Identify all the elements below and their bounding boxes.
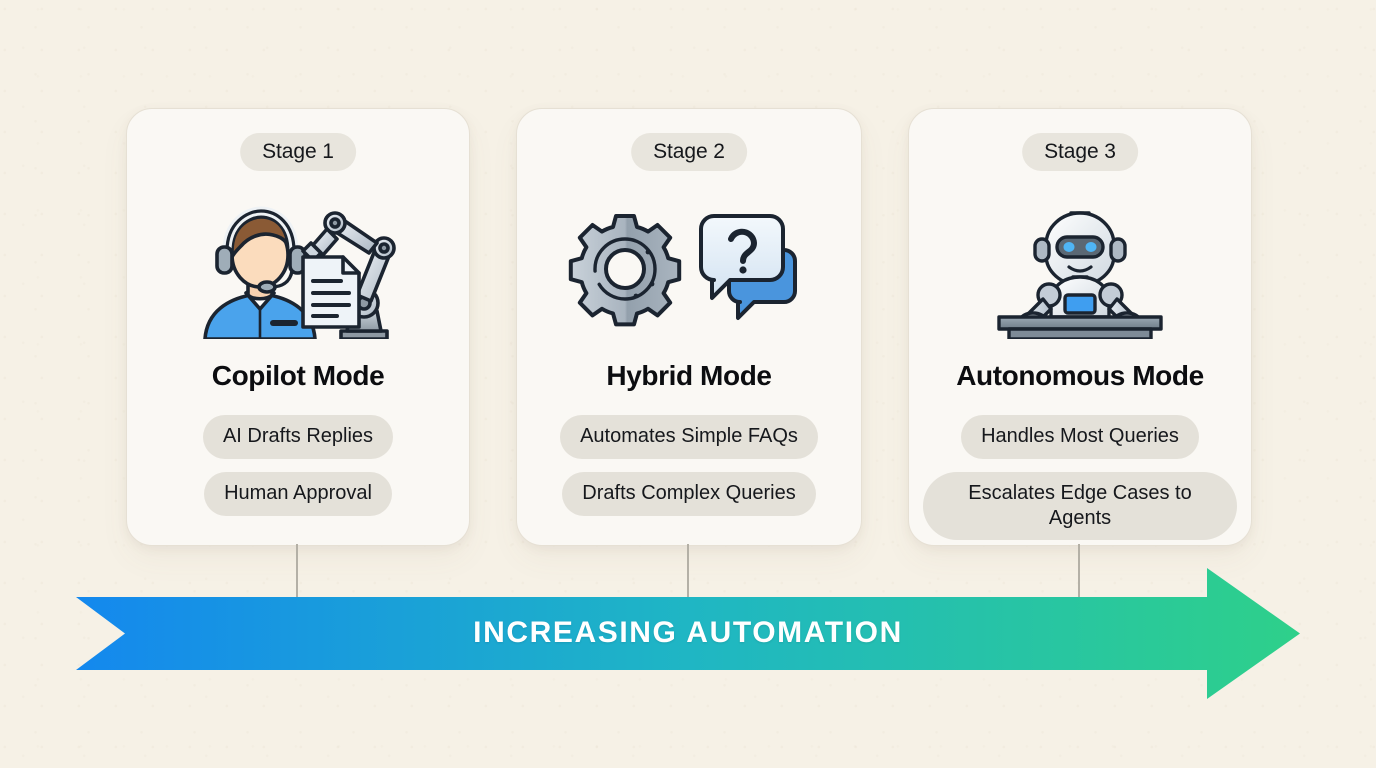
feature-pill: AI Drafts Replies (202, 415, 394, 459)
feature-pill-list-3: Handles Most Queries Escalates Edge Case… (923, 415, 1237, 541)
feature-pill-list-1: AI Drafts Replies Human Approval (141, 415, 455, 516)
stage-card-1[interactable]: Stage 1 (126, 108, 470, 546)
feature-pill: Handles Most Queries (961, 415, 1199, 459)
feature-pill: Human Approval (204, 471, 392, 516)
feature-pill: Drafts Complex Queries (562, 471, 816, 516)
robot-at-desk-icon (909, 179, 1251, 359)
card-title-3: Autonomous Mode (956, 360, 1204, 391)
feature-pill: Automates Simple FAQs (560, 415, 818, 459)
connector-line-3 (1078, 544, 1080, 598)
stage-badge-1: Stage 1 (240, 133, 356, 171)
connector-line-2 (687, 544, 689, 598)
arrow-shape (76, 568, 1300, 699)
card-title-1: Copilot Mode (211, 360, 385, 391)
stage-badge-3: Stage 3 (1022, 133, 1138, 171)
stage-card-3[interactable]: Stage 3 (908, 108, 1252, 546)
stage-badge-2: Stage 2 (631, 133, 747, 171)
feature-pill: Escalates Edge Cases to Agents (923, 471, 1237, 541)
increasing-automation-arrow-banner: INCREASING AUTOMATION (0, 560, 1376, 708)
card-title-2: Hybrid Mode (606, 360, 772, 391)
gear-and-chat-bubbles-icon (517, 179, 861, 359)
stage-card-2[interactable]: Stage 2 (516, 108, 862, 546)
feature-pill-list-2: Automates Simple FAQs Drafts Complex Que… (531, 415, 847, 516)
connector-line-1 (296, 544, 298, 598)
support-agent-with-robot-arm-icon (127, 179, 469, 359)
